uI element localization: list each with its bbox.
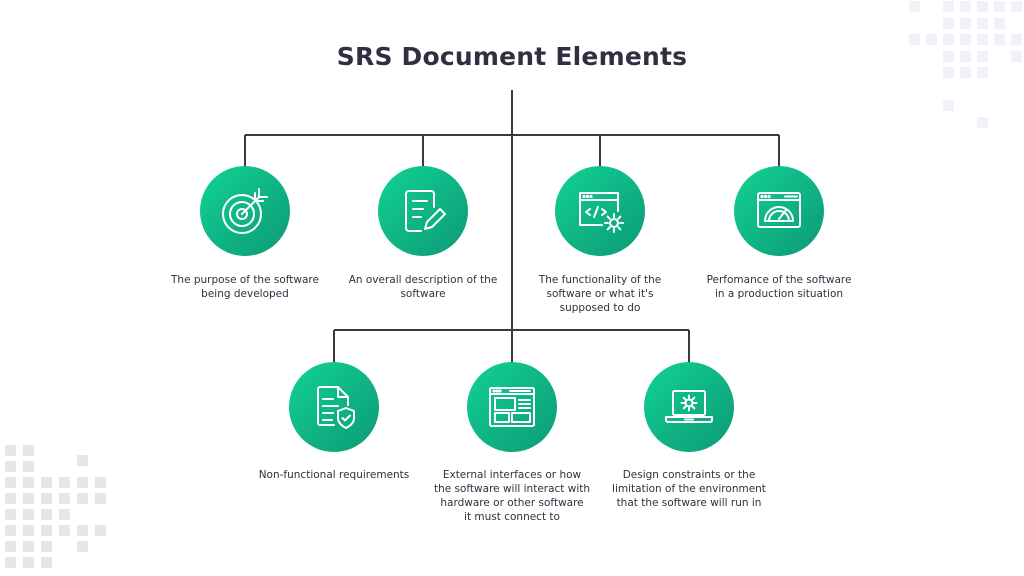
decorative-square xyxy=(77,454,88,466)
node-description xyxy=(378,166,468,256)
laptop-gear-icon xyxy=(665,390,713,423)
decorative-square xyxy=(977,67,988,78)
decorative-square xyxy=(960,17,971,29)
decorative-square xyxy=(926,34,937,45)
node-functionality xyxy=(555,166,645,256)
decorative-square xyxy=(41,541,52,552)
node-external-interfaces xyxy=(467,362,557,452)
decorative-square xyxy=(23,445,34,456)
node-design-constraints xyxy=(644,362,734,452)
decorative-square xyxy=(41,477,52,488)
decorative-square xyxy=(77,477,88,488)
decorative-square xyxy=(977,1,988,12)
decorative-square xyxy=(23,541,34,552)
decorative-square xyxy=(943,34,954,45)
decorative-square xyxy=(943,17,954,29)
decorative-square xyxy=(994,17,1005,29)
decorative-square xyxy=(23,525,34,536)
decorative-square xyxy=(5,525,16,536)
decorative-square xyxy=(59,509,70,520)
document-shield-icon xyxy=(317,386,355,429)
decorative-square xyxy=(960,1,971,12)
decorative-square xyxy=(23,493,34,504)
decorative-square xyxy=(977,50,988,62)
decorative-square xyxy=(1011,50,1022,62)
decorative-square xyxy=(994,1,1005,12)
decorative-square xyxy=(977,17,988,29)
decorative-square xyxy=(41,525,52,536)
decorative-square xyxy=(5,509,16,520)
decorative-square xyxy=(5,557,16,568)
node-non-functional xyxy=(289,362,379,452)
decorative-square xyxy=(23,461,34,472)
decorative-square xyxy=(5,477,16,488)
decorative-square xyxy=(943,1,954,12)
decorative-square xyxy=(1011,34,1022,45)
decorative-square xyxy=(943,100,954,111)
label-description: An overall description of the software xyxy=(348,274,498,300)
decorative-square xyxy=(41,493,52,504)
document-edit-icon xyxy=(405,190,446,232)
decorative-square xyxy=(1011,1,1022,12)
label-non-functional: Non-functional requirements xyxy=(258,469,410,481)
decorative-square xyxy=(960,34,971,45)
decorative-square xyxy=(41,509,52,520)
speedometer-window-icon xyxy=(757,192,801,228)
decorative-square xyxy=(59,493,70,504)
decorative-square xyxy=(943,67,954,78)
decorative-square xyxy=(977,116,988,128)
decorative-square xyxy=(23,557,34,568)
decorative-square xyxy=(5,541,16,552)
decorative-square xyxy=(5,461,16,472)
decorative-square xyxy=(943,50,954,62)
decorative-square xyxy=(909,34,920,45)
decorative-square xyxy=(59,525,70,536)
decorative-square xyxy=(23,477,34,488)
decorative-square xyxy=(77,525,88,536)
decorative-square xyxy=(5,493,16,504)
decorative-square xyxy=(960,50,971,62)
label-external-interfaces: External interfaces or how the software … xyxy=(433,469,591,523)
decorative-square xyxy=(960,67,971,78)
decorative-square xyxy=(23,509,34,520)
interface-layout-icon xyxy=(489,387,535,427)
decorative-square xyxy=(95,493,106,504)
target-icon xyxy=(222,188,268,234)
label-design-constraints: Design constraints or the limitation of … xyxy=(612,469,766,509)
label-purpose: The purpose of the software being develo… xyxy=(171,274,319,300)
node-purpose xyxy=(200,166,290,256)
decorative-square xyxy=(41,557,52,568)
decorative-square xyxy=(994,34,1005,45)
page-title: SRS Document Elements xyxy=(336,42,688,71)
label-functionality: The functionality of the software or wha… xyxy=(538,274,662,314)
decorative-square xyxy=(95,525,106,536)
decorative-square xyxy=(77,493,88,504)
decorative-square xyxy=(77,541,88,552)
label-performance: Perfomance of the software in a producti… xyxy=(706,274,852,300)
decorative-square xyxy=(977,34,988,45)
code-window-gear-icon xyxy=(579,192,624,233)
decorative-square xyxy=(95,477,106,488)
decorative-square xyxy=(909,1,920,12)
decorative-square xyxy=(59,477,70,488)
decorative-square xyxy=(5,445,16,456)
node-performance xyxy=(734,166,824,256)
